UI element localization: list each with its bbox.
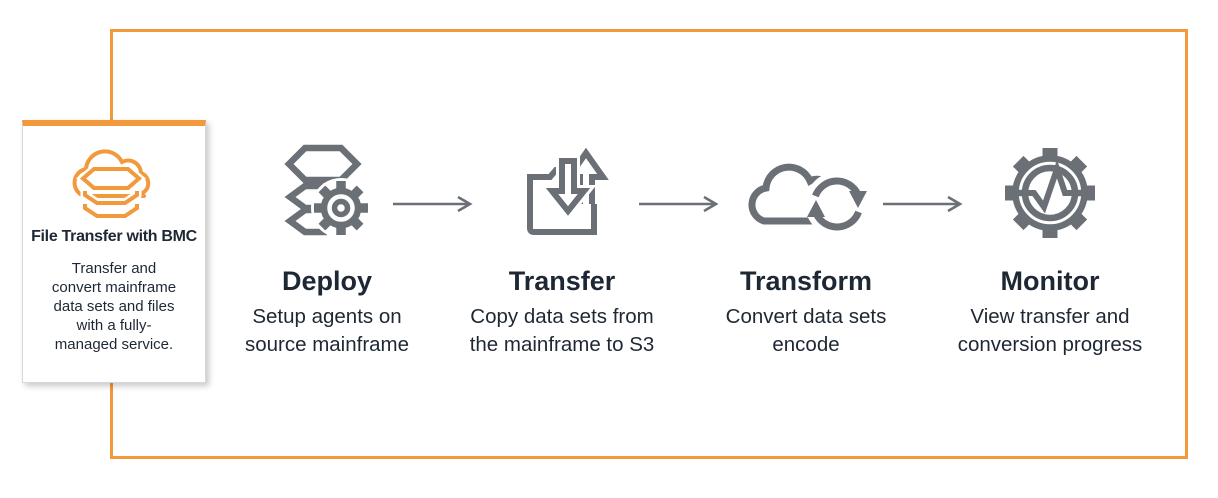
step-title: Monitor: [1000, 266, 1100, 296]
step-monitor: Monitor View transfer and conversion pro…: [935, 142, 1165, 359]
service-card: File Transfer with BMC Transfer and conv…: [22, 120, 206, 383]
gear-pulse-icon: [935, 142, 1165, 242]
step-description: Convert data sets encode: [725, 305, 887, 356]
layers-gear-icon: [212, 142, 442, 242]
right-arrow-icon: [882, 195, 966, 213]
service-card-title: File Transfer with BMC: [31, 228, 197, 245]
step-description: Setup agents on source mainframe: [244, 305, 410, 356]
step-transfer: Transfer Copy data sets from the mainfra…: [447, 142, 677, 359]
service-card-description: Transfer and convert mainframe data sets…: [51, 260, 177, 353]
step-description: Copy data sets from the mainframe to S3: [469, 305, 655, 356]
right-arrow-icon: [638, 195, 722, 213]
right-arrow-icon: [392, 195, 476, 213]
cloud-sync-icon: [691, 142, 921, 242]
folder-arrows-icon: [447, 142, 677, 242]
step-transform: Transform Convert data sets encode: [691, 142, 921, 359]
step-title: Transform: [739, 266, 873, 296]
step-title: Deploy: [281, 266, 373, 296]
step-deploy: Deploy Setup agents on source mainframe: [212, 142, 442, 359]
cloud-datasets-icon: [70, 142, 158, 224]
step-title: Transfer: [508, 266, 616, 296]
step-description: View transfer and conversion progress: [957, 305, 1143, 356]
